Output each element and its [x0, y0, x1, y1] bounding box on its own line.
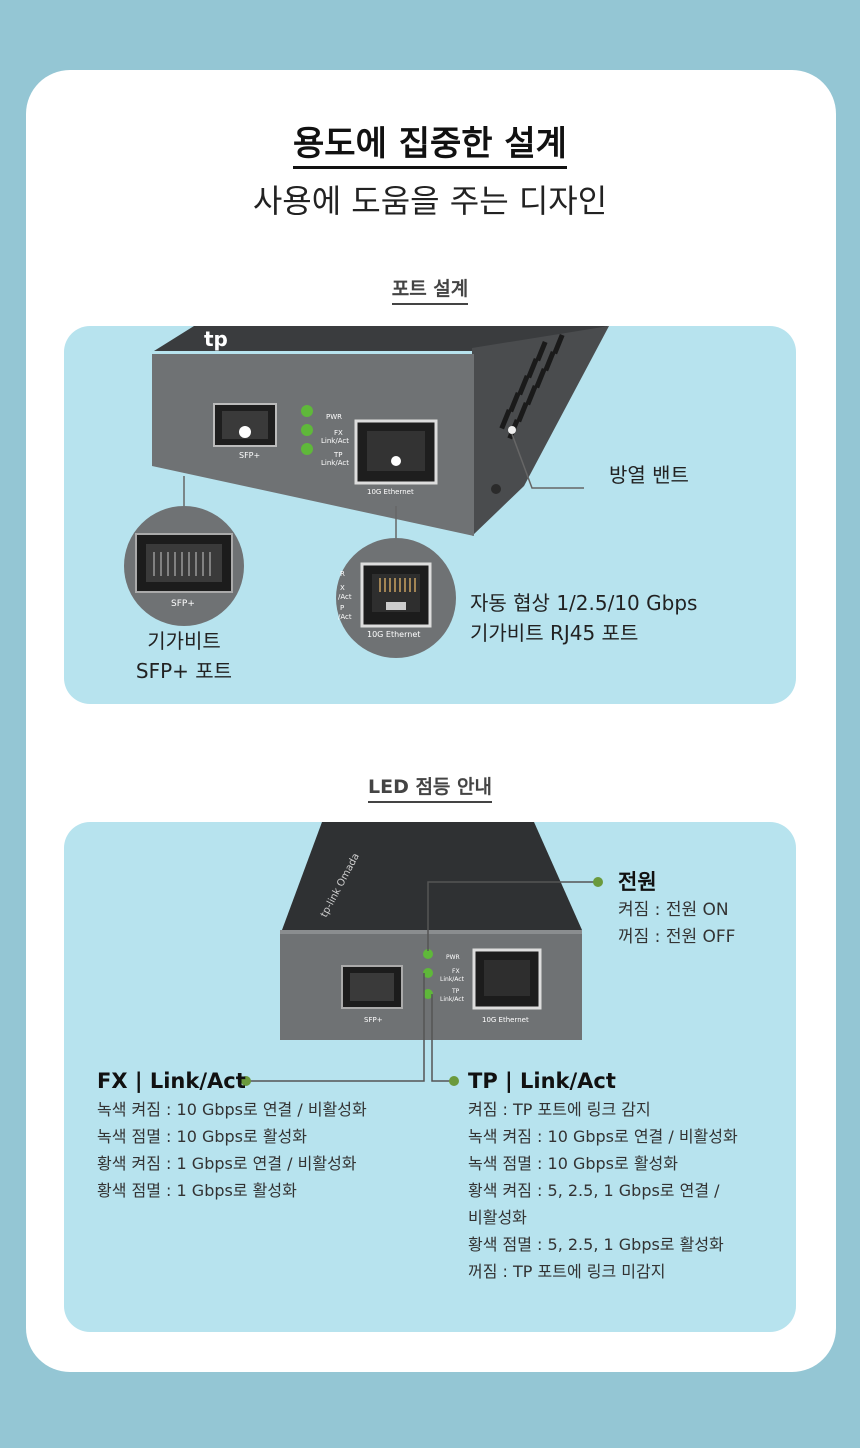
led-label-fx: FX — [334, 429, 343, 437]
tp-led-line: 녹색 켜짐 : 10 Gbps로 연결 / 비활성화 — [468, 1127, 738, 1146]
zoom-eth-caption: 10G Ethernet — [367, 630, 420, 639]
zoom-side-label: X — [340, 584, 345, 592]
led-label-fx-link: Link/Act — [321, 437, 349, 445]
vent-label: 방열 밴트 — [609, 463, 689, 487]
tp-led-title: TP | Link/Act — [468, 1069, 616, 1093]
sfp-port-label: 기가비트 SFP+ 포트 — [135, 629, 233, 683]
power-led-info: 전원 켜짐 : 전원 ON 꺼짐 : 전원 OFF — [618, 867, 735, 951]
port-section-label: 포트 설계 — [0, 274, 860, 305]
tp-led-line: 비활성화 — [468, 1208, 527, 1227]
tp-led-line: 녹색 점멸 : 10 Gbps로 활성화 — [468, 1154, 678, 1173]
led-device-eth-caption: 10G Ethernet — [482, 1016, 529, 1024]
page-title: 용도에 집중한 설계 — [0, 116, 860, 169]
tp-led-line: 꺼짐 : TP 포트에 링크 미감지 — [468, 1262, 666, 1281]
led2-label-pwr: PWR — [446, 954, 460, 961]
led2-label-fx: FX — [452, 968, 460, 975]
led2-label-tp-link: Link/Act — [440, 996, 465, 1003]
svg-text:tp: tp — [204, 327, 228, 351]
power-led-line: 켜짐 : 전원 ON — [618, 900, 729, 920]
tp-led-line: 켜짐 : TP 포트에 링크 감지 — [468, 1100, 651, 1119]
zoom-side-label: R — [340, 570, 345, 578]
led-section-label: LED 점등 안내 — [0, 772, 860, 803]
tp-led-info: TP | Link/Act 켜짐 : TP 포트에 링크 감지 녹색 켜짐 : … — [468, 1066, 738, 1285]
tp-led-line: 황색 켜짐 : 5, 2.5, 1 Gbps로 연결 / — [468, 1181, 720, 1200]
sfp-port-caption: SFP+ — [239, 451, 260, 460]
led-guide-panel: tp-link Omada SFP+ PWR FX Link/Act TP Li… — [64, 822, 796, 1332]
power-led-title: 전원 — [618, 870, 657, 894]
led2-label-fx-link: Link/Act — [440, 976, 465, 983]
tp-led-line: 황색 점멸 : 5, 2.5, 1 Gbps로 활성화 — [468, 1235, 724, 1254]
led-device-sfp-caption: SFP+ — [364, 1016, 383, 1024]
zoom-sfp-caption: SFP+ — [171, 599, 195, 609]
page-subtitle: 사용에 도움을 주는 디자인 — [252, 182, 608, 220]
led-label-tp-link: Link/Act — [321, 459, 349, 467]
fx-led-line: 녹색 켜짐 : 10 Gbps로 연결 / 비활성화 — [97, 1100, 367, 1119]
fx-led-title: FX | Link/Act — [97, 1069, 246, 1093]
zoom-side-label: P — [340, 604, 344, 612]
led-label-pwr: PWR — [326, 413, 342, 421]
fx-led-line: 황색 점멸 : 1 Gbps로 활성화 — [97, 1181, 297, 1200]
port-design-panel: tp SFP+ PWR FX Link/Act TP Link/Act 10G … — [64, 326, 796, 704]
led-device-illustration: tp-link Omada SFP+ PWR FX Link/Act TP Li… — [241, 822, 603, 1086]
port-device-illustration: tp SFP+ PWR FX Link/Act TP Link/Act 10G … — [124, 326, 609, 658]
fx-led-line: 녹색 점멸 : 10 Gbps로 활성화 — [97, 1127, 307, 1146]
power-led-line: 꺼짐 : 전원 OFF — [618, 927, 736, 947]
rj45-port-label: 자동 협상 1/2.5/10 Gbps 기가비트 RJ45 포트 — [470, 591, 698, 645]
eth-port-caption: 10G Ethernet — [367, 488, 414, 496]
led-label-tp: TP — [333, 451, 343, 459]
fx-led-info: FX | Link/Act 녹색 켜짐 : 10 Gbps로 연결 / 비활성화… — [97, 1066, 367, 1204]
zoom-side-label: /Act — [338, 613, 352, 621]
fx-led-line: 황색 켜짐 : 1 Gbps로 연결 / 비활성화 — [97, 1154, 357, 1173]
zoom-side-label: /Act — [338, 593, 352, 601]
led2-label-tp: TP — [451, 988, 460, 995]
